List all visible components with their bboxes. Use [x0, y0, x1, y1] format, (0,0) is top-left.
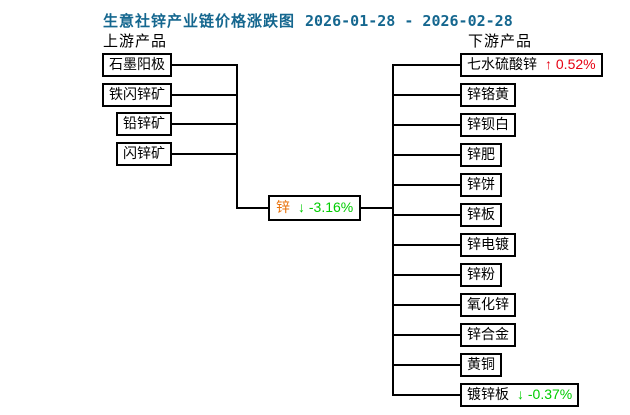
- downstream-branch-line: [392, 94, 466, 96]
- downstream-node-zinc-fertilizer: 锌肥: [460, 143, 502, 167]
- chart-title-text: 生意社锌产业链价格涨跌图: [103, 13, 296, 30]
- product-name: 黄铜: [467, 356, 495, 372]
- downstream-node-lithopone: 锌钡白: [460, 113, 516, 137]
- center-connector-left-line: [236, 207, 276, 209]
- product-name: 锌: [276, 199, 290, 215]
- downstream-branch-line: [392, 184, 466, 186]
- downstream-node-zinc-cake: 锌饼: [460, 173, 502, 197]
- downstream-branch-line: [392, 304, 466, 306]
- upstream-node-graphite-anode: 石墨阳极: [102, 53, 172, 77]
- price-change: ↓ -3.16%: [298, 199, 354, 215]
- downstream-branch-line: [392, 274, 466, 276]
- left-trunk-line: [236, 64, 238, 209]
- downstream-node-brass: 黄铜: [460, 353, 502, 377]
- product-name: 镀锌板: [467, 386, 509, 402]
- center-connector-right-line: [340, 207, 394, 209]
- product-name: 铁闪锌矿: [109, 86, 165, 102]
- upstream-branch-line: [150, 153, 238, 155]
- product-name: 锌电镀: [467, 236, 509, 252]
- product-name: 锌肥: [467, 146, 495, 162]
- product-name: 氧化锌: [467, 296, 509, 312]
- downstream-node-galvanized-sheet: 镀锌板 ↓ -0.37%: [460, 383, 580, 407]
- price-change: ↓ -0.37%: [517, 386, 573, 402]
- downstream-node-zinc-chrome-yellow: 锌铬黄: [460, 83, 516, 107]
- price-change: ↑ 0.52%: [545, 56, 596, 72]
- downstream-branch-line: [392, 124, 466, 126]
- downstream-node-zinc-oxide: 氧化锌: [460, 293, 516, 317]
- upstream-node-sphalerite: 闪锌矿: [116, 142, 172, 166]
- upstream-node-lead-zinc-ore: 铅锌矿: [116, 112, 172, 136]
- downstream-node-zinc-alloy: 锌合金: [460, 323, 516, 347]
- product-name: 锌铬黄: [467, 86, 509, 102]
- product-name: 铅锌矿: [123, 115, 165, 131]
- product-name: 锌饼: [467, 176, 495, 192]
- downstream-branch-line: [392, 154, 466, 156]
- chart-title: 生意社锌产业链价格涨跌图 2026-01-28 - 2026-02-28: [103, 10, 513, 31]
- downstream-node-zinc-plate: 锌板: [460, 203, 502, 227]
- chart-date-range: 2026-01-28 - 2026-02-28: [305, 12, 513, 30]
- product-name: 七水硫酸锌: [467, 56, 537, 72]
- downstream-node-zinc-powder: 锌粉: [460, 263, 502, 287]
- downstream-branch-line: [392, 244, 466, 246]
- product-name: 锌板: [467, 206, 495, 222]
- downstream-branch-line: [392, 364, 466, 366]
- upstream-branch-line: [150, 94, 238, 96]
- upstream-branch-line: [150, 64, 238, 66]
- product-name: 锌合金: [467, 326, 509, 342]
- downstream-node-zinc-electroplating: 锌电镀: [460, 233, 516, 257]
- downstream-label: 下游产品: [468, 33, 533, 50]
- upstream-node-marmatite: 铁闪锌矿: [102, 83, 172, 107]
- downstream-branch-line: [392, 394, 466, 396]
- center-node-zinc: 锌 ↓ -3.16%: [268, 195, 362, 221]
- product-name: 石墨阳极: [109, 56, 165, 72]
- downstream-branch-line: [392, 64, 466, 66]
- downstream-node-zinc-sulfate-heptahydrate: 七水硫酸锌 ↑ 0.52%: [460, 53, 603, 77]
- upstream-branch-line: [150, 123, 238, 125]
- upstream-label: 上游产品: [103, 33, 168, 50]
- product-name: 锌钡白: [467, 116, 509, 132]
- product-name: 锌粉: [467, 266, 495, 282]
- right-trunk-line: [392, 64, 394, 396]
- downstream-branch-line: [392, 334, 466, 336]
- downstream-branch-line: [392, 214, 466, 216]
- product-name: 闪锌矿: [123, 145, 165, 161]
